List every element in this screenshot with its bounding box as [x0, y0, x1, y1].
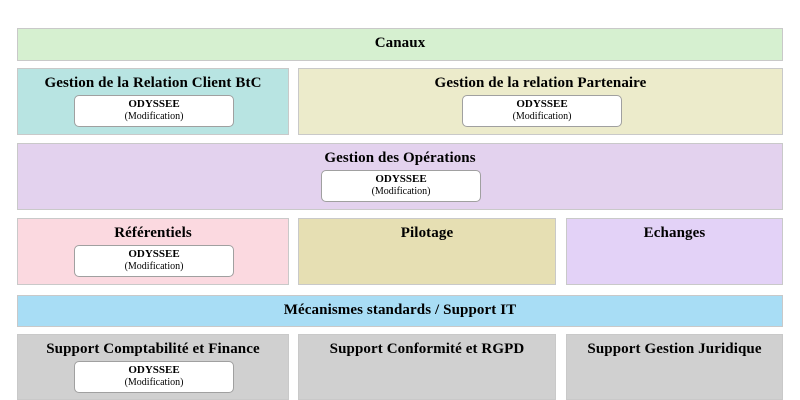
block-gestion-relation-partenaire[interactable]: Gestion de la relation Partenaire ODYSSE…	[298, 68, 783, 135]
block-title: Gestion de la Relation Client BtC	[44, 75, 262, 91]
block-echanges[interactable]: Echanges	[566, 218, 783, 285]
block-mecanismes-standards-support-it[interactable]: Mécanismes standards / Support IT	[17, 295, 783, 327]
block-title: Echanges	[643, 225, 706, 241]
app-badge-name: ODYSSEE	[128, 364, 180, 376]
app-badge-odyssee[interactable]: ODYSSEE (Modification)	[74, 361, 234, 393]
block-title: Mécanismes standards / Support IT	[283, 302, 517, 318]
block-title: Support Gestion Juridique	[587, 341, 762, 357]
block-gestion-relation-client-btc[interactable]: Gestion de la Relation Client BtC ODYSSE…	[17, 68, 289, 135]
block-title: Pilotage	[400, 225, 454, 241]
app-badge-name: ODYSSEE	[375, 173, 427, 185]
block-title: Gestion des Opérations	[324, 150, 476, 166]
block-support-gestion-juridique[interactable]: Support Gestion Juridique	[566, 334, 783, 400]
app-badge-odyssee[interactable]: ODYSSEE (Modification)	[74, 95, 234, 127]
app-badge-name: ODYSSEE	[128, 98, 180, 110]
app-badge-name: ODYSSEE	[516, 98, 568, 110]
app-badge-name: ODYSSEE	[128, 248, 180, 260]
block-referentiels[interactable]: Référentiels ODYSSEE (Modification)	[17, 218, 289, 285]
block-gestion-des-operations[interactable]: Gestion des Opérations ODYSSEE (Modifica…	[17, 143, 783, 210]
app-badge-odyssee[interactable]: ODYSSEE (Modification)	[321, 170, 481, 202]
block-title: Support Conformité et RGPD	[329, 341, 525, 357]
app-badge-state: (Modification)	[512, 111, 572, 122]
app-badge-odyssee[interactable]: ODYSSEE (Modification)	[462, 95, 622, 127]
block-title: Référentiels	[114, 225, 192, 241]
app-badge-state: (Modification)	[124, 111, 184, 122]
app-badge-state: (Modification)	[124, 261, 184, 272]
app-badge-state: (Modification)	[124, 377, 184, 388]
app-badge-state: (Modification)	[371, 186, 431, 197]
block-canaux[interactable]: Canaux	[17, 28, 783, 61]
app-badge-odyssee[interactable]: ODYSSEE (Modification)	[74, 245, 234, 277]
block-title: Canaux	[374, 35, 426, 51]
block-support-comptabilite-et-finance[interactable]: Support Comptabilité et Finance ODYSSEE …	[17, 334, 289, 400]
block-title: Support Comptabilité et Finance	[46, 341, 260, 357]
block-support-conformite-et-rgpd[interactable]: Support Conformité et RGPD	[298, 334, 556, 400]
block-title: Gestion de la relation Partenaire	[434, 75, 647, 91]
block-pilotage[interactable]: Pilotage	[298, 218, 556, 285]
